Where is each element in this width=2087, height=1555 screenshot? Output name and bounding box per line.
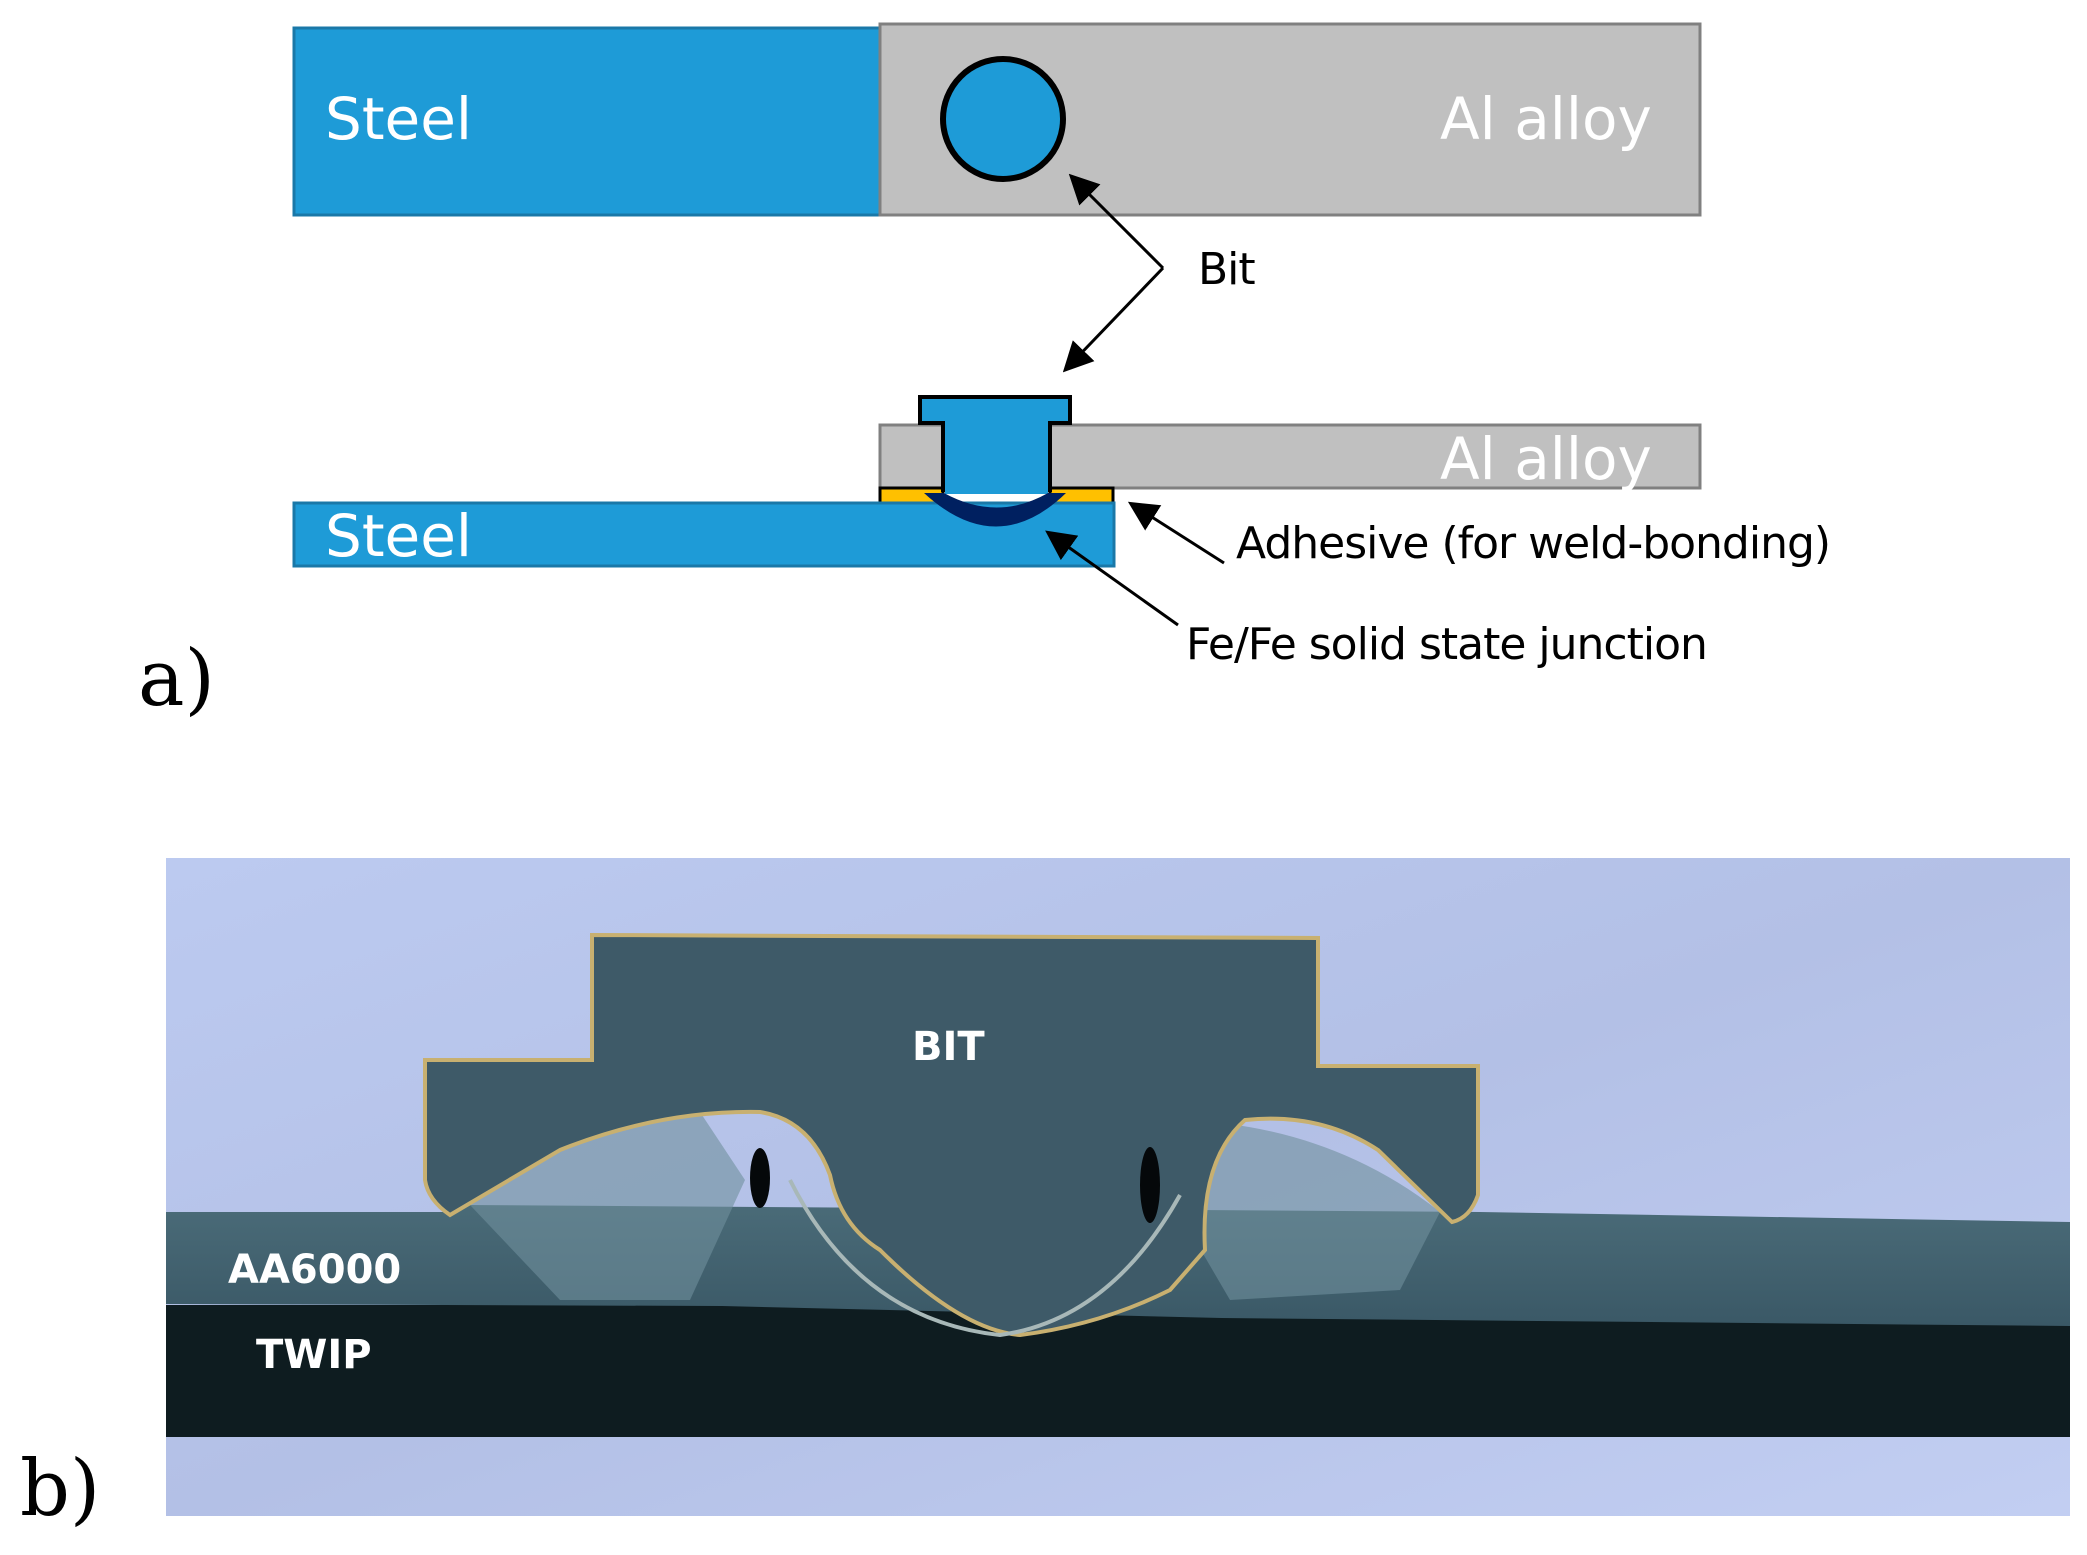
bit-arrow-up-icon: [1068, 173, 1165, 270]
bottom-steel-label: Steel: [325, 502, 473, 570]
panel-b-label: b): [20, 1444, 101, 1534]
bit-circle-icon: [940, 56, 1066, 182]
bit-annotation: Bit: [1198, 244, 1256, 295]
bottom-al-label: Al alloy: [1440, 425, 1652, 493]
bit-body: [423, 932, 1480, 1338]
junction-annotation: Fe/Fe solid state junction: [1186, 619, 1708, 670]
junction-arrow-icon: [1045, 530, 1179, 627]
panel-a-schematic: [292, 22, 1702, 627]
void-left: [750, 1148, 770, 1208]
top-steel-label: Steel: [325, 85, 473, 153]
twip-photo-label: TWIP: [256, 1332, 372, 1378]
adhesive-arrow-icon: [1127, 501, 1225, 565]
bit-photo-label: BIT: [912, 1024, 985, 1070]
adhesive-annotation: Adhesive (for weld-bonding): [1236, 518, 1831, 569]
void-right: [1140, 1147, 1160, 1223]
top-steel-sheet: [292, 26, 882, 217]
panel-a-label: a): [138, 634, 215, 724]
aa6000-photo-label: AA6000: [228, 1247, 402, 1293]
twip-steel-band: [166, 1305, 2070, 1437]
fe-fe-junction: [924, 493, 1066, 527]
top-al-label: Al alloy: [1440, 85, 1652, 153]
bit-arrow-down-icon: [1062, 266, 1165, 373]
